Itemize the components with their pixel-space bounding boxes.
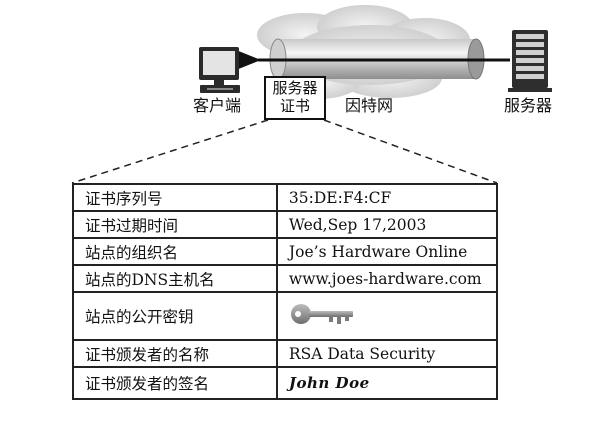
serial-number-value: 35:DE:F4:CF	[275, 183, 499, 212]
dns-hostname-field: 站点的DNS主机名	[72, 264, 278, 293]
table-row: 证书序列号 35:DE:F4:CF	[72, 183, 499, 212]
serial-number-field: 证书序列号	[72, 183, 278, 212]
server-icon	[508, 30, 552, 92]
key-icon	[290, 304, 353, 324]
table-row: 证书颁发者的签名 John Doe	[72, 366, 499, 400]
table-row: 站点的DNS主机名 www.joes-hardware.com	[72, 264, 499, 293]
organization-field: 站点的组织名	[72, 237, 278, 266]
zoom-line-left	[71, 119, 269, 184]
organization-value: Joe’s Hardware Online	[275, 237, 499, 266]
table-row: 证书颁发者的名称 RSA Data Security	[72, 339, 499, 368]
table-row: 站点的公开密钥	[72, 291, 499, 341]
server-label: 服务器	[504, 96, 553, 115]
table-row: 证书过期时间 Wed,Sep 17,2003	[72, 210, 499, 239]
table-row: 站点的组织名 Joe’s Hardware Online	[72, 237, 499, 266]
issuer-signature-field: 证书颁发者的签名	[72, 366, 278, 400]
public-key-field: 站点的公开密钥	[72, 291, 278, 341]
expiration-value: Wed,Sep 17,2003	[275, 210, 499, 239]
zoom-line-right	[323, 119, 498, 184]
certificate-box	[264, 76, 326, 120]
certificate-table: 证书序列号 35:DE:F4:CF 证书过期时间 Wed,Sep 17,2003…	[72, 183, 499, 400]
issuer-name-field: 证书颁发者的名称	[72, 339, 278, 368]
dns-hostname-value: www.joes-hardware.com	[275, 264, 499, 293]
internet-label: 因特网	[345, 96, 394, 115]
certificate-label: 服务器证书	[272, 79, 318, 115]
expiration-field: 证书过期时间	[72, 210, 278, 239]
signature-text: John Doe	[288, 374, 370, 392]
issuer-name-value: RSA Data Security	[275, 339, 499, 368]
public-key-value	[275, 291, 499, 341]
issuer-signature-value: John Doe	[275, 366, 499, 400]
computer-icon	[199, 47, 240, 93]
client-label: 客户端	[193, 96, 242, 115]
